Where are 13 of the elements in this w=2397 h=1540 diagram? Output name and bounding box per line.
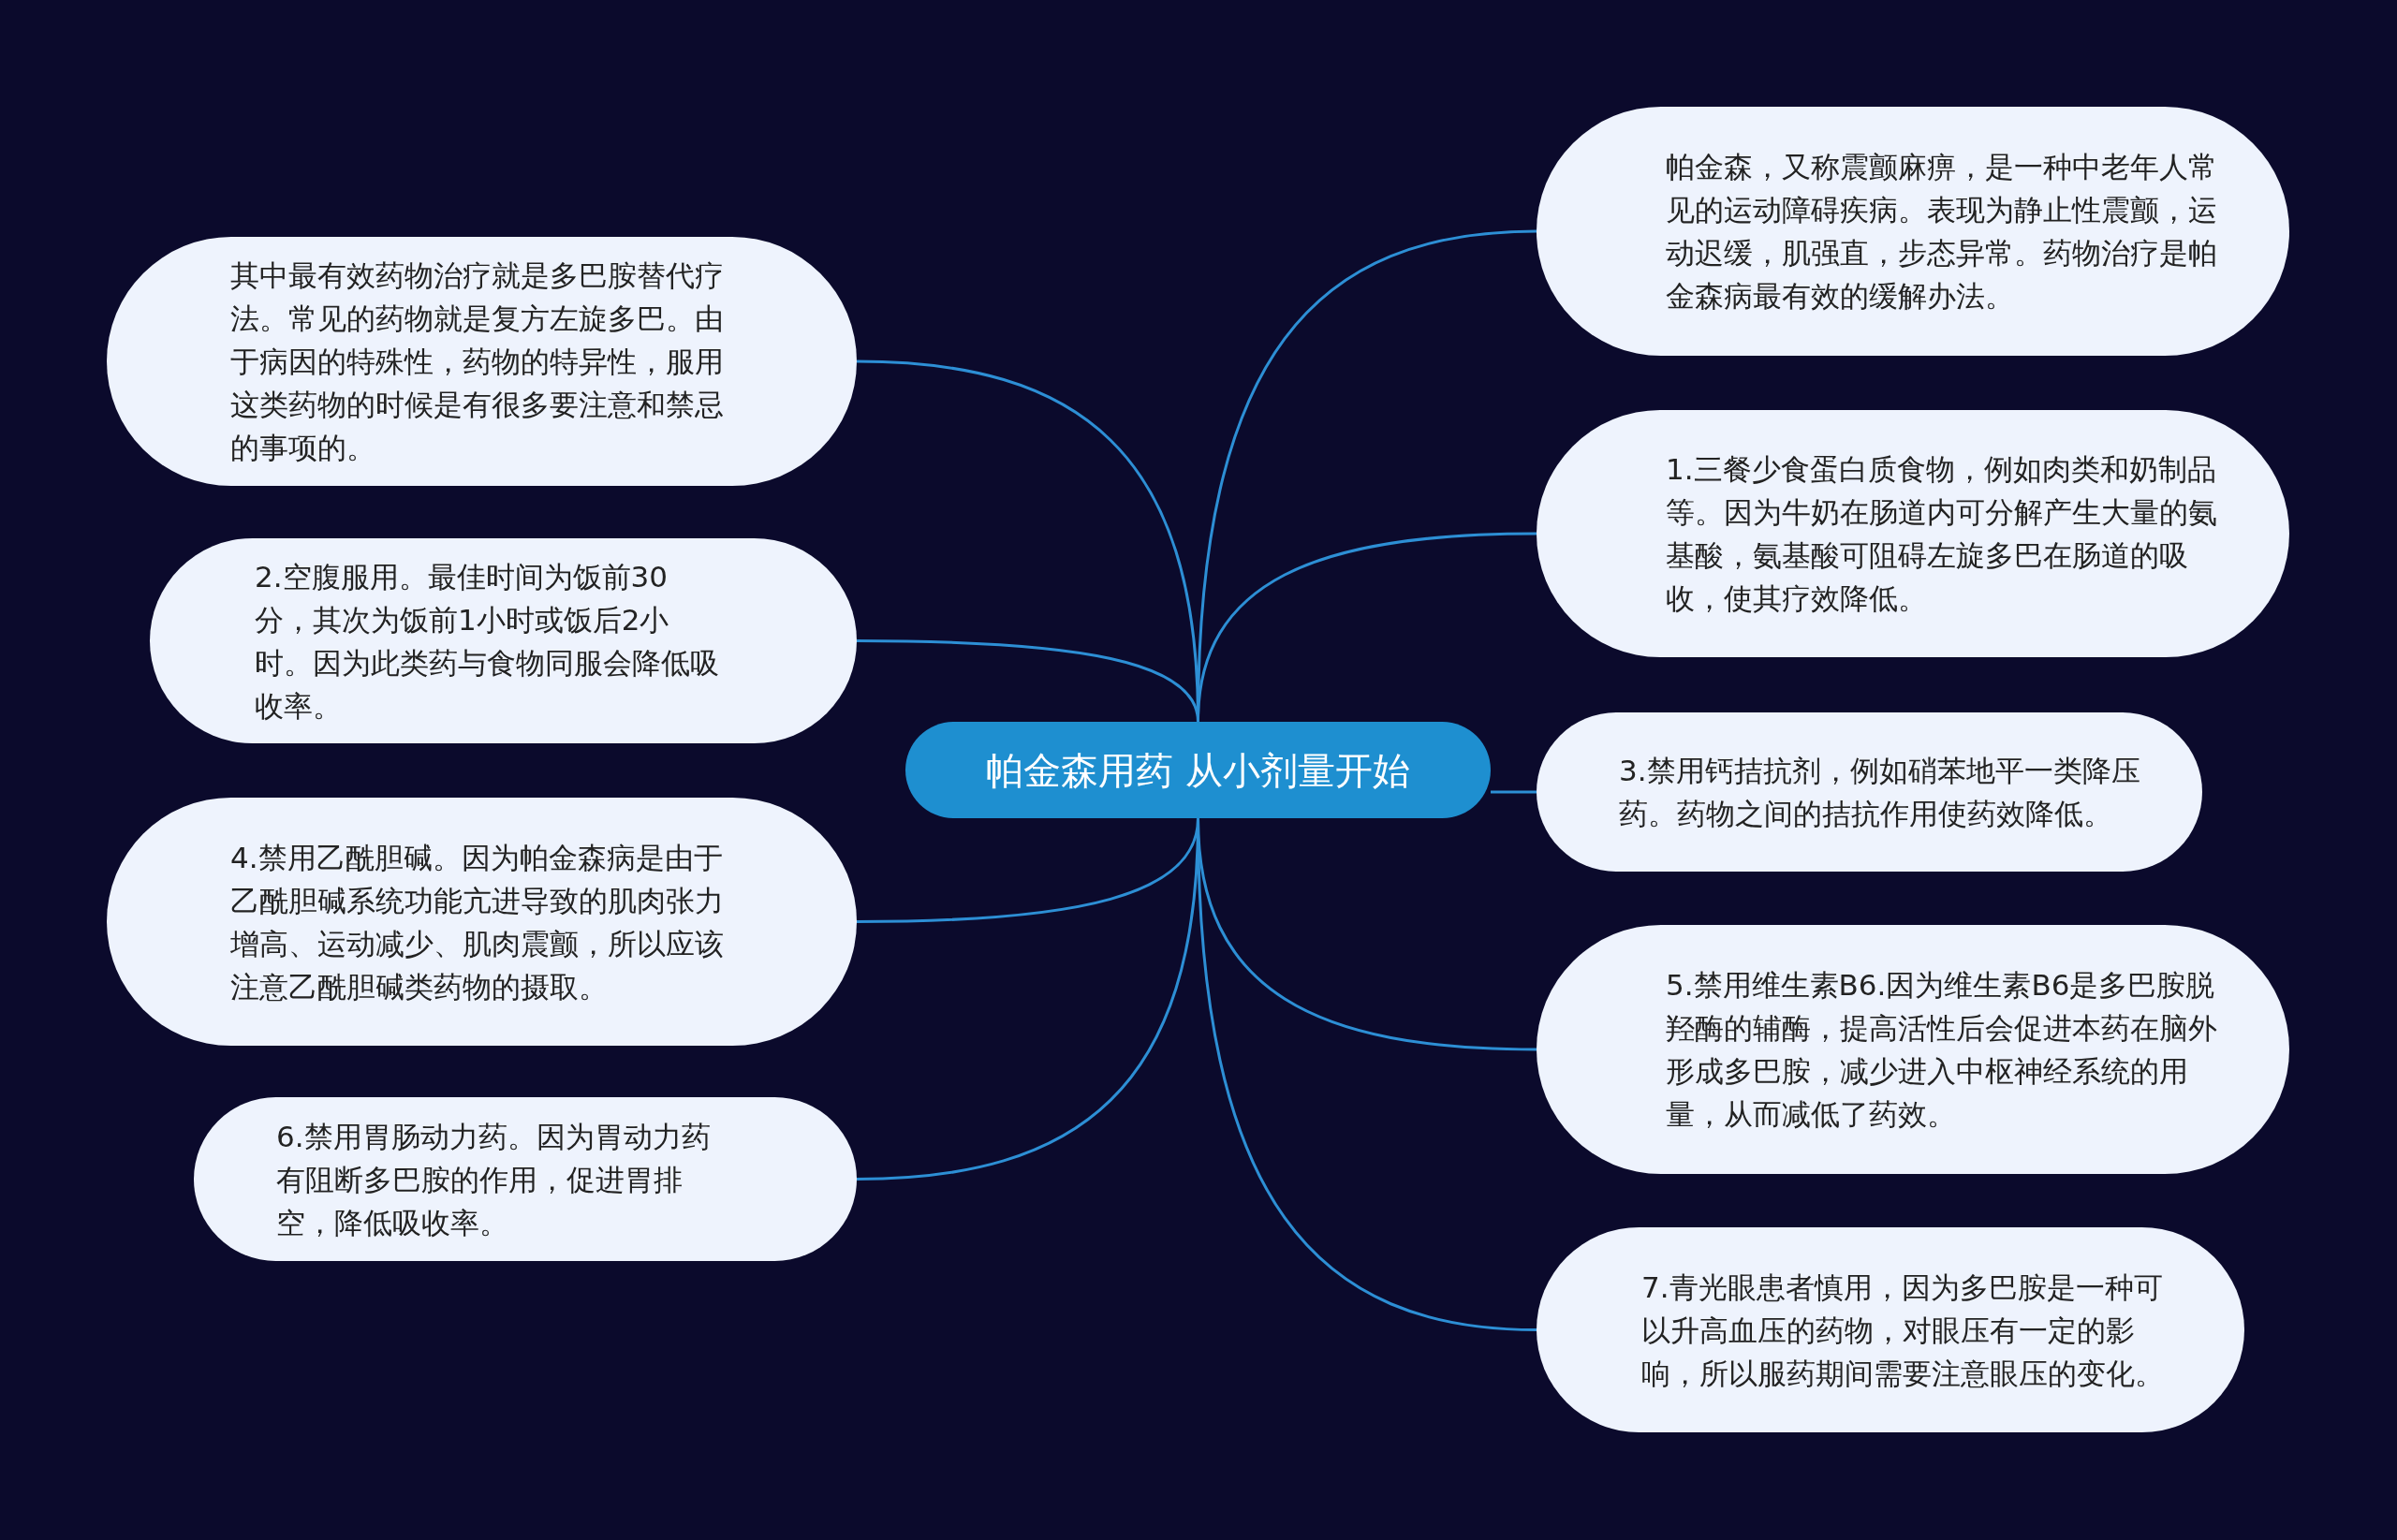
topic-text: 3.禁用钙拮抗剂，例如硝苯地平一类降压药。药物之间的拮抗作用使药效降低。	[1619, 753, 2141, 832]
topic-text: 2.空腹服用。最佳时间为饭前30分，其次为饭前1小时或饭后2小时。因为此类药与食物同服会降低吸收率。	[255, 558, 720, 725]
topic-text: 1.三餐少食蛋白质食物，例如肉类和奶制品等。因为牛奶在肠道内可分解产生大量的氨基酸，氨基酸可阻碍左旋多巴在肠道的吸收，使其疗效降低。	[1666, 451, 2218, 617]
topic-text: 5.禁用维生素B6.因为维生素B6是多巴胺脱羟酶的辅酶，提高活性后会促进本药在脑外形成多巴胺，减少进入中枢神经系统的用量，从而减低了药效。	[1666, 967, 2218, 1133]
topic-text: 6.禁用胃肠动力药。因为胃动力药有阻断多巴胺的作用，促进胃排空，降低吸收率。	[276, 1118, 712, 1241]
connector-line	[1491, 790, 1537, 794]
connector-line	[857, 639, 1199, 723]
topic-title: 帕金森用药 从小剂量开始	[986, 747, 1410, 794]
topic-text: 其中最有效药物治疗就是多巴胺替代疗法。常见的药物就是复方左旋多巴。由于病因的特殊性，药物的特异性，服用这类药物的时候是有很多要注意和禁忌的事项的。	[230, 257, 725, 466]
topic-text: 7.青光眼患者慎用，因为多巴胺是一种可以升高血压的药物，对眼压有一定的影响，所以服药期间需要注意眼压的变化。	[1641, 1269, 2165, 1392]
connector-line	[856, 817, 1199, 1181]
topic-text: 帕金森，又称震颤麻痹，是一种中老年人常见的运动障碍疾病。表现为静止性震颤，运动迟缓，肌强直，步态异常。药物治疗是帕金森病最有效的缓解办法。	[1666, 149, 2218, 315]
topic-text: 4.禁用乙酰胆碱。因为帕金森病是由于乙酰胆碱系统功能亢进导致的肌肉张力增高、运动减少、肌肉震颤，所以应该注意乙酰胆碱类药物的摄取。	[230, 839, 725, 1005]
